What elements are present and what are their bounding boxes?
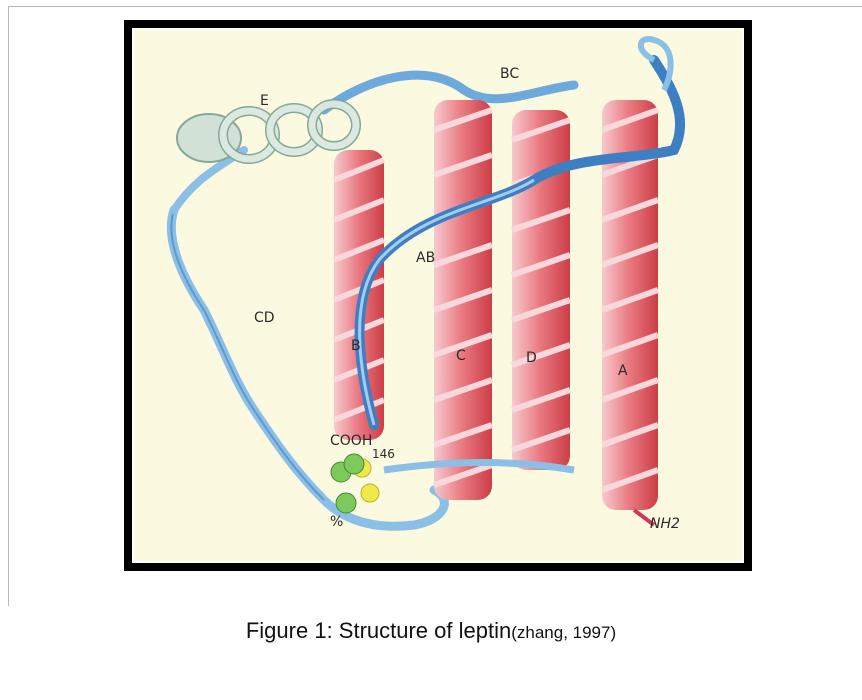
leptin-structure-diagram: E BC AB CD B C D A COOH 146 % NH2 xyxy=(134,30,742,561)
figure-frame: E BC AB CD B C D A COOH 146 % NH2 xyxy=(124,20,752,571)
label-residue-146: 146 xyxy=(372,447,395,461)
label-d: D xyxy=(526,350,537,366)
page-border-top xyxy=(8,6,862,7)
label-e: E xyxy=(260,93,269,109)
caption-citation: (zhang, 1997) xyxy=(511,623,616,642)
label-b: B xyxy=(351,338,361,354)
label-percent: % xyxy=(330,514,343,530)
helix-c xyxy=(434,100,492,500)
label-bc: BC xyxy=(500,66,519,82)
label-cooh: COOH xyxy=(330,433,372,449)
label-nh2: NH2 xyxy=(650,516,680,532)
label-a: A xyxy=(618,363,628,379)
label-cd: CD xyxy=(254,310,275,326)
label-ab: AB xyxy=(416,250,435,266)
figure-canvas: E BC AB CD B C D A COOH 146 % NH2 xyxy=(132,28,744,563)
figure-caption: Figure 1: Structure of leptin(zhang, 199… xyxy=(0,618,862,644)
helix-e xyxy=(177,104,356,162)
disulfide-spheres xyxy=(331,454,379,513)
caption-main: Figure 1: Structure of leptin xyxy=(246,618,511,643)
label-c: C xyxy=(456,348,466,364)
page-border-left xyxy=(8,6,9,606)
loop-cd xyxy=(171,210,444,526)
